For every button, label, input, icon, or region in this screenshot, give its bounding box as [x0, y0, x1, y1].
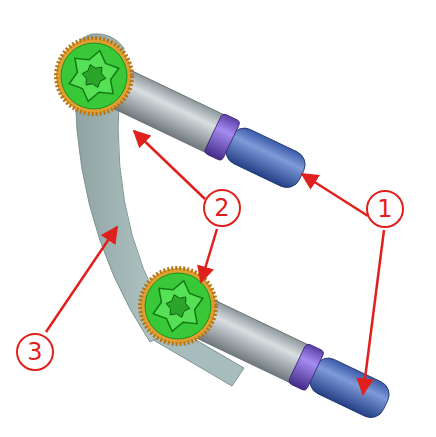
star-head	[69, 51, 119, 102]
leader-arrow	[302, 174, 368, 216]
nut-flange	[61, 43, 127, 109]
leader-arrow	[134, 131, 205, 199]
shaft-ring	[288, 343, 325, 391]
star-nut	[56, 38, 132, 114]
star-socket	[166, 295, 190, 318]
shaft-ring	[204, 113, 241, 161]
nut-flange	[145, 273, 211, 339]
serrated-washer	[56, 38, 132, 114]
leader-arrow	[46, 227, 117, 332]
callout-number: 1	[366, 190, 404, 228]
star-socket	[82, 65, 106, 88]
bolt-group	[56, 38, 395, 425]
serrated-washer	[140, 268, 216, 344]
leader-arrow	[363, 230, 384, 394]
star-head	[153, 281, 203, 332]
callout-number: 2	[203, 189, 241, 227]
leader-lines	[46, 131, 384, 394]
callout-number: 3	[16, 333, 54, 371]
leader-arrow	[201, 229, 217, 282]
star-nut	[140, 268, 216, 344]
